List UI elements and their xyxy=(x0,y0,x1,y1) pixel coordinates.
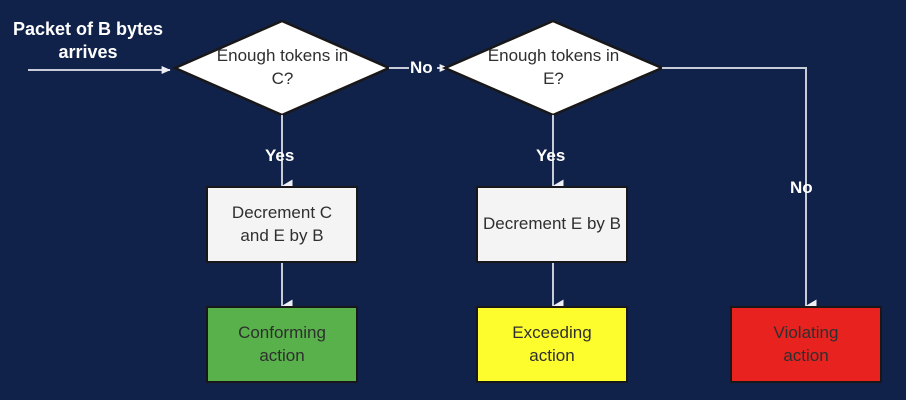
process-decrement-c-e: Decrement C and E by B xyxy=(206,186,358,263)
edge-label-yes-check-c: Yes xyxy=(265,146,295,165)
outcome-conforming-action: Conforming action xyxy=(206,306,358,383)
outcome-violating-action: Violating action xyxy=(730,306,882,383)
process-decrement-e: Decrement E by B xyxy=(476,186,628,263)
entry-caption: Packet of B bytes arrives xyxy=(12,19,164,63)
edge-label-no-check-c: No xyxy=(410,58,433,77)
edge-check-e-no xyxy=(662,67,817,313)
decision-shape-check-c xyxy=(171,19,393,117)
decision-shape-check-e xyxy=(441,19,666,117)
outcome-exceeding-action: Exceeding action xyxy=(476,306,628,383)
edge-label-no-check-e: No xyxy=(790,178,813,197)
edge-label-yes-check-e: Yes xyxy=(536,146,566,165)
